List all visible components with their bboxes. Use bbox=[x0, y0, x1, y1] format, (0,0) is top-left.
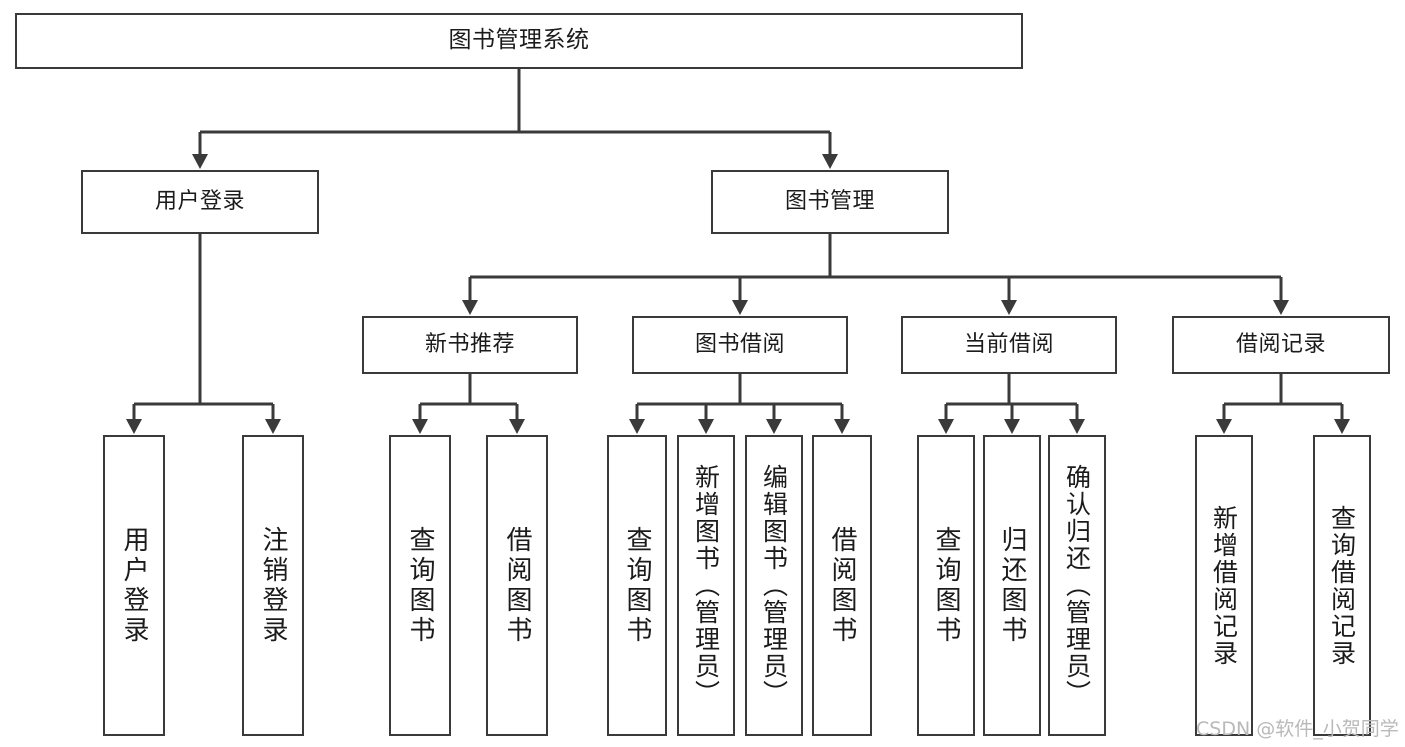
arrow-head-icon bbox=[834, 419, 850, 434]
node-label: 图书管理系统 bbox=[448, 27, 590, 54]
node-leaf-login[interactable]: 用户登录 bbox=[103, 435, 165, 736]
node-leaf-rc-query[interactable]: 查询借阅记录 bbox=[1313, 435, 1371, 736]
node-leaf-cu-confirm[interactable]: 确认归还（管理员） bbox=[1048, 435, 1106, 736]
node-leaf-nb-query[interactable]: 查询图书 bbox=[389, 435, 451, 736]
node-leaf-cu-query[interactable]: 查询图书 bbox=[917, 435, 975, 736]
node-leaf-cu-return[interactable]: 归还图书 bbox=[983, 435, 1041, 736]
node-label: 图书借阅 bbox=[694, 331, 785, 357]
node-leaf-logout[interactable]: 注销登录 bbox=[242, 435, 304, 736]
node-newbook[interactable]: 新书推荐 bbox=[362, 316, 578, 374]
arrow-head-icon bbox=[1069, 419, 1085, 434]
node-label: 新增图书（管理员） bbox=[691, 464, 721, 707]
node-label: 查询图书 bbox=[622, 525, 652, 646]
arrow-head-icon bbox=[1001, 300, 1017, 315]
arrow-head-icon bbox=[629, 419, 645, 434]
node-label: 用户登录 bbox=[154, 188, 245, 214]
node-records[interactable]: 借阅记录 bbox=[1172, 316, 1390, 374]
node-label: 借阅图书 bbox=[827, 525, 857, 646]
node-label: 图书管理 bbox=[784, 188, 875, 214]
node-login[interactable]: 用户登录 bbox=[81, 170, 319, 234]
node-leaf-nb-borrow[interactable]: 借阅图书 bbox=[486, 435, 548, 736]
arrow-head-icon bbox=[938, 419, 954, 434]
arrow-head-icon bbox=[412, 419, 428, 434]
node-label: 编辑图书（管理员） bbox=[759, 464, 789, 707]
node-borrow[interactable]: 图书借阅 bbox=[632, 316, 848, 374]
arrow-head-icon bbox=[1216, 419, 1232, 434]
arrow-head-icon bbox=[1334, 419, 1350, 434]
arrow-head-icon bbox=[1273, 300, 1289, 315]
node-label: 借阅图书 bbox=[502, 525, 532, 646]
node-label: 确认归还（管理员） bbox=[1062, 464, 1092, 707]
node-label: 查询图书 bbox=[405, 525, 435, 646]
arrow-head-icon bbox=[766, 419, 782, 434]
node-label: 新增借阅记录 bbox=[1209, 504, 1239, 667]
node-label: 新书推荐 bbox=[424, 331, 515, 357]
node-label: 借阅记录 bbox=[1235, 331, 1326, 357]
node-leaf-bo-query[interactable]: 查询图书 bbox=[607, 435, 667, 736]
arrow-head-icon bbox=[126, 419, 142, 434]
node-label: 查询借阅记录 bbox=[1327, 504, 1357, 667]
arrow-head-icon bbox=[192, 154, 208, 169]
node-label: 用户登录 bbox=[119, 525, 149, 646]
node-root[interactable]: 图书管理系统 bbox=[15, 13, 1023, 69]
node-label: 查询图书 bbox=[931, 525, 961, 646]
node-label: 归还图书 bbox=[997, 525, 1027, 646]
node-leaf-bo-edit[interactable]: 编辑图书（管理员） bbox=[745, 435, 803, 736]
arrow-head-icon bbox=[732, 300, 748, 315]
arrow-head-icon bbox=[509, 419, 525, 434]
arrow-head-icon bbox=[265, 419, 281, 434]
node-current[interactable]: 当前借阅 bbox=[901, 316, 1117, 374]
node-label: 注销登录 bbox=[258, 525, 288, 646]
node-leaf-rc-add[interactable]: 新增借阅记录 bbox=[1195, 435, 1253, 736]
node-bookmgmt[interactable]: 图书管理 bbox=[711, 170, 949, 234]
arrow-head-icon bbox=[1004, 419, 1020, 434]
node-leaf-bo-add[interactable]: 新增图书（管理员） bbox=[677, 435, 735, 736]
node-leaf-bo-borrow[interactable]: 借阅图书 bbox=[812, 435, 872, 736]
arrow-head-icon bbox=[698, 419, 714, 434]
arrow-head-icon bbox=[462, 300, 478, 315]
node-label: 当前借阅 bbox=[963, 331, 1054, 357]
arrow-head-icon bbox=[822, 154, 838, 169]
